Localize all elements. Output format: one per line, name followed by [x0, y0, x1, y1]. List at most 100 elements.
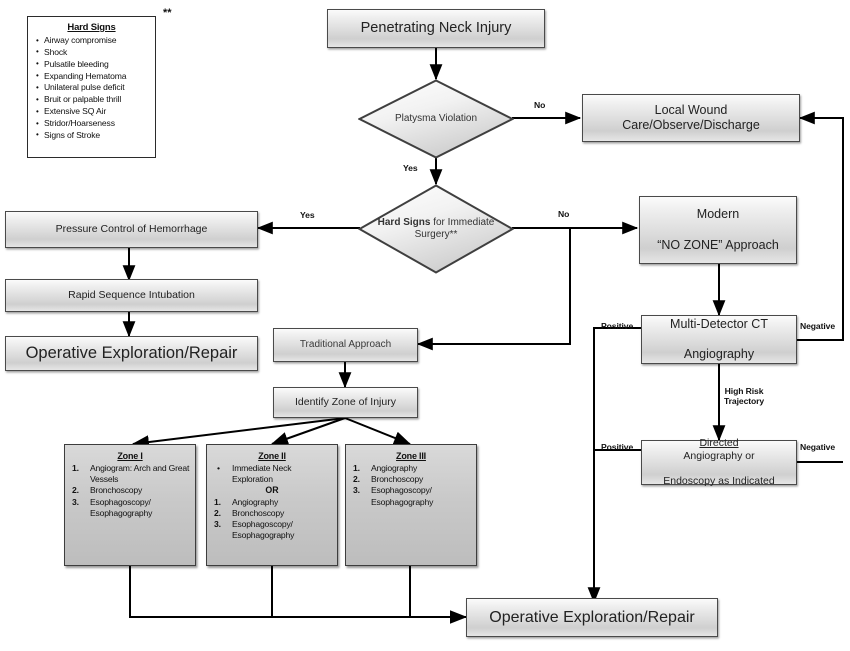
zone-box-2[interactable]: Zone II • Immediate Neck Exploration OR 1…: [206, 444, 338, 566]
list-text: Esophagoscopy/ Esophagography: [371, 485, 434, 507]
list-item: Expanding Hematoma: [34, 70, 149, 83]
list-item: 1. Angiography: [212, 497, 332, 508]
node-label: Identify Zone of Injury: [295, 396, 396, 409]
node-pressure-control[interactable]: Pressure Control of Hemorrhage: [5, 211, 258, 248]
list-item: 2. Bronchoscopy: [212, 508, 332, 519]
zone-box-1[interactable]: Zone I 1.Angiogram: Arch and Great Vesse…: [64, 444, 196, 566]
list-marker: 1.: [214, 496, 221, 507]
list-item: • Immediate Neck Exploration: [212, 463, 332, 485]
diamond-shape: [358, 184, 514, 274]
decision-label-line2: for Immediate: [433, 216, 495, 228]
node-label-line2: Angiography: [683, 347, 755, 362]
list-item: Airway compromise: [34, 35, 149, 47]
node-label: Penetrating Neck Injury: [360, 19, 512, 36]
list-text: Esophagoscopy/ Esophagography: [90, 496, 153, 518]
decision-label: Platysma Violation: [395, 113, 477, 126]
node-directed-angiography[interactable]: Directed Angiography or Endoscopy as Ind…: [641, 437, 797, 488]
node-label: Modern “NO ZONE” Approach: [647, 207, 789, 253]
list-marker: 3.: [353, 485, 360, 496]
legend-title: Hard Signs: [67, 22, 116, 33]
list-marker: 2.: [353, 474, 360, 485]
list-text: Angiography: [232, 496, 279, 507]
edge-label-ct-negative: Negative: [800, 321, 836, 331]
list-text: Immediate Neck Exploration: [232, 463, 292, 485]
node-penetrating-neck-injury[interactable]: Penetrating Neck Injury: [327, 9, 545, 48]
node-modern-no-zone-approach[interactable]: Modern “NO ZONE” Approach: [639, 196, 797, 264]
list-text: Bronchoscopy: [371, 474, 424, 485]
decision-label-line2: Violation: [438, 112, 478, 124]
zone-list: 1. Angiography 2. Bronchoscopy 3. Esophagos…: [351, 463, 471, 508]
zone-title: Zone II: [258, 451, 286, 461]
list-text: Angiogram: Arch and Great Vessels: [90, 463, 190, 485]
list-marker: 1.: [72, 463, 79, 473]
node-label-line1: Modern: [696, 207, 740, 222]
list-marker: 2.: [72, 485, 79, 496]
list-item: 3. Esophagoscopy/ Esophagography: [351, 485, 471, 507]
zone-title: Zone III: [396, 451, 426, 461]
list-item: 1. Angiography: [351, 463, 471, 474]
node-label-line1: Multi-Detector CT: [670, 316, 768, 331]
edge-label-ct-positive: Positive: [601, 321, 634, 331]
list-text: Esophagoscopy/ Esophagography: [232, 519, 295, 541]
zone-or-separator: OR: [265, 485, 279, 496]
list-marker: 1.: [353, 463, 360, 473]
node-local-wound-care[interactable]: Local Wound Care/Observe/Discharge: [582, 94, 800, 142]
node-identify-zone-of-injury[interactable]: Identify Zone of Injury: [273, 387, 418, 418]
zone-bullet-list: • Immediate Neck Exploration: [212, 463, 332, 485]
diamond-shape: [358, 79, 514, 159]
list-item: Pulsatile bleeding: [34, 58, 149, 71]
list-marker: 2.: [214, 507, 221, 518]
edge-label-platysma-yes: Yes: [403, 163, 418, 173]
node-label-line2: Endoscopy as Indicated: [663, 475, 775, 488]
list-text: Bronchoscopy: [90, 485, 143, 496]
list-marker: •: [217, 463, 220, 473]
node-label: Directed Angiography or Endoscopy as Ind…: [653, 437, 785, 488]
node-rapid-sequence-intubation[interactable]: Rapid Sequence Intubation: [5, 279, 258, 312]
edge-label-hard-signs-yes: Yes: [300, 210, 315, 220]
node-traditional-approach[interactable]: Traditional Approach: [273, 328, 418, 362]
list-item: 3. Esophagoscopy/ Esophagography: [70, 497, 190, 519]
node-multi-detector-ct-angiography[interactable]: Multi-Detector CT Angiography: [641, 315, 797, 364]
edge-label-directed-positive: Positive: [601, 442, 634, 452]
edge-label-line1: High Risk: [724, 386, 764, 396]
node-label: Multi-Detector CT Angiography: [660, 317, 778, 363]
list-item: Extensive SQ Air: [34, 106, 149, 118]
list-item: 3. Esophagoscopy/ Esophagography: [212, 519, 332, 541]
legend-list: Airway compromise Shock Pulsatile bleedi…: [34, 35, 149, 142]
decision-label-line1: Platysma: [394, 112, 437, 124]
list-item: 1. Angiogram: Arch and Great Vessels: [70, 463, 190, 485]
zone-list: 1. Angiogram: Arch and Great Vessels 2. Br…: [70, 463, 190, 519]
list-item: 2. Bronchoscopy: [351, 474, 471, 485]
zone-list: 1. Angiography 2. Bronchoscopy 3. Esophagos…: [212, 497, 332, 542]
decision-hard-signs[interactable]: Hard Signs for Immediate Surgery**: [358, 184, 514, 274]
node-operative-exploration-left[interactable]: Operative Exploration/Repair: [5, 336, 258, 371]
node-label: Operative Exploration/Repair: [25, 344, 238, 363]
decision-label: Hard Signs for Immediate Surgery**: [358, 217, 514, 242]
list-item: Stridor/Hoarseness: [34, 118, 149, 130]
edge-label-hard-signs-no: No: [558, 209, 570, 219]
decision-platysma-violation[interactable]: Platysma Violation: [358, 79, 514, 159]
edge-label-line2: Trajectory: [724, 396, 765, 407]
edge-label-platysma-no: No: [534, 100, 546, 110]
list-text: Angiography: [371, 463, 418, 473]
decision-label-line3: Surgery**: [414, 229, 458, 240]
node-label-emphasis: Directed: [699, 436, 739, 449]
decision-label-line1: Hard Signs: [377, 216, 431, 228]
edge-label-directed-negative: Negative: [800, 442, 836, 452]
node-label: Rapid Sequence Intubation: [68, 289, 195, 302]
list-item: Signs of Stroke: [34, 129, 149, 142]
list-item: Shock: [34, 46, 149, 59]
list-item: Bruit or palpable thrill: [34, 94, 149, 106]
hard-signs-legend: Hard Signs Airway compromise Shock Pulsa…: [27, 16, 156, 158]
node-label: Pressure Control of Hemorrhage: [55, 223, 208, 236]
list-item: 2. Bronchoscopy: [70, 485, 190, 496]
list-text: Bronchoscopy: [232, 507, 285, 518]
node-label: Operative Exploration/Repair: [489, 608, 695, 626]
node-operative-exploration-bottom[interactable]: Operative Exploration/Repair: [466, 598, 718, 637]
node-label-line1-rest: Angiography or: [683, 449, 755, 462]
node-label: Traditional Approach: [299, 338, 392, 350]
list-marker: 3.: [214, 519, 221, 530]
zone-box-3[interactable]: Zone III 1. Angiography 2. Bronchoscopy 3.…: [345, 444, 477, 566]
list-marker: 3.: [72, 496, 79, 507]
